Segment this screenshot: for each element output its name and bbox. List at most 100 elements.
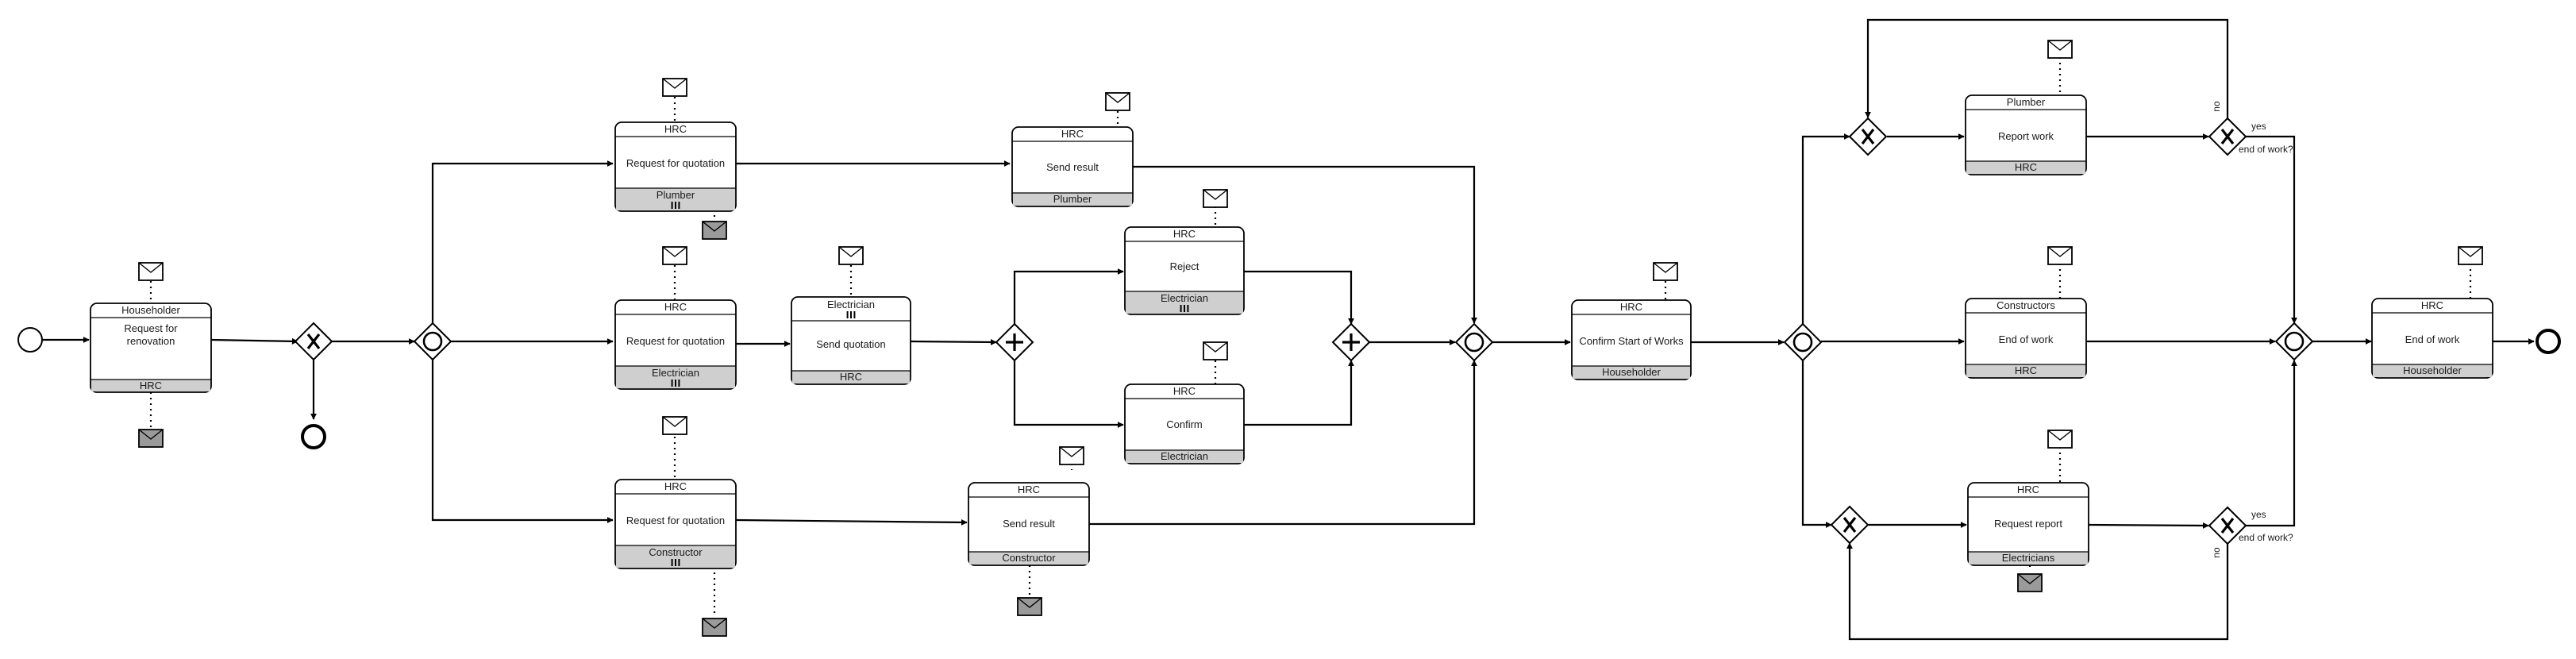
participant-bottom: HRC [2015,364,2037,376]
participant-bottom: Plumber [1053,193,1092,205]
participant-bottom: Constructor [1002,552,1056,564]
flow-rfq-sendresult-constructor [735,518,968,526]
multi-instance-marker [671,202,680,209]
participant-top: HRC [1061,128,1084,140]
lower-yes-label: yes [2251,509,2266,520]
task-name: Reject [1170,260,1199,272]
message-return-envelope-icon [1017,597,1042,616]
task-report-work[interactable]: Plumber Report work HRC [1965,94,2087,175]
exclusive-gateway-upper-merge [1848,117,1888,156]
flow-upper-no-loop [1865,18,2229,118]
message-envelope-icon [1203,189,1228,208]
participant-bottom: Householder [1602,366,1661,378]
task-send-quotation[interactable]: Electrician Send quotation HRC [791,296,911,385]
participant-top: Constructors [1996,299,2055,311]
upper-yes-label: yes [2251,121,2266,132]
task-name: Send result [1003,518,1055,530]
message-return-envelope-icon [138,429,164,448]
end-event-rejected [301,424,326,449]
task-rfq-constructor[interactable]: HRC Request for quotation Constructor [614,479,737,569]
task-send-result-plumber[interactable]: HRC Send result Plumber [1011,126,1134,207]
flow-confirm-join [1244,360,1354,426]
sequence-flows [41,18,2535,641]
inclusive-gateway-split-2 [1783,322,1823,362]
participant-top: HRC [1018,484,1040,495]
task-name: Confirm [1166,418,1203,430]
participant-top: HRC [1173,228,1196,240]
task-name: Request for quotation [626,335,725,347]
task-request-report[interactable]: HRC Request report Electricians [1967,482,2089,566]
participant-bottom: HRC [2015,161,2037,173]
message-return-envelope-icon [702,618,727,637]
flow-sendresult-constructor-join [1089,360,1477,526]
task-name: Send quotation [816,338,885,350]
start-event [17,327,43,353]
participant-bottom: Householder [2403,364,2462,376]
flow-upper-yes-join [2246,135,2297,324]
inclusive-gateway-join-2 [2274,322,2314,361]
task-confirm-start-of-works[interactable]: HRC Confirm Start of Works Householder [1571,299,1692,380]
task-confirm[interactable]: HRC Confirm Electrician [1124,383,1245,464]
lower-condition-label: end of work? [2239,532,2293,543]
participant-bottom: Electrician [1161,450,1208,462]
message-envelope-icon [2047,246,2073,265]
parallel-gateway-split [995,322,1034,362]
flow-reject-join [1244,270,1354,325]
messages [138,40,2483,637]
flow-parallel-reject [1013,268,1124,324]
message-return-envelope-icon [702,221,727,240]
participant-top: HRC [2017,484,2039,495]
message-envelope-icon [662,246,687,265]
task-name: Confirm Start of Works [1579,335,1684,347]
end-event-final [2536,329,2561,354]
upper-condition-label: end of work? [2239,144,2293,155]
participant-bottom: Electrician [652,367,699,379]
participant-top: Plumber [2007,96,2046,108]
participant-bottom: HRC [840,371,862,383]
multi-instance-marker [671,559,680,566]
message-envelope-icon [1059,446,1084,465]
participant-top: HRC [1620,301,1642,313]
task-end-of-work-constructors[interactable]: Constructors End of work HRC [1965,298,2087,379]
participant-bottom: Plumber [657,189,695,201]
task-send-result-constructor[interactable]: HRC Send result Constructor [968,482,1090,566]
exclusive-gateway-upper-decision [2208,117,2247,156]
task-rfq-plumber[interactable]: HRC Request for quotation Plumber [614,121,737,212]
participant-top: HRC [664,301,687,313]
inclusive-gateway-split-1 [413,322,452,361]
task-name: End of work [1999,333,2054,345]
message-associations [149,57,2472,616]
task-name: Send result [1046,161,1099,173]
parallel-gateway-join [1331,322,1371,362]
task-reject[interactable]: HRC Reject Electrician [1124,226,1245,315]
multi-instance-marker [846,311,856,318]
participant-top: HRC [2421,299,2443,311]
flow-split-rfq-constructor [431,360,614,523]
multi-instance-marker [671,380,680,387]
message-envelope-icon [138,262,164,281]
flow-sendresult-plumber-join [1133,165,1477,324]
exclusive-gateway-lower-decision [2208,506,2247,545]
message-envelope-icon [662,416,687,435]
participant-top: Electrician [827,299,875,310]
task-end-of-work-final[interactable]: HRC End of work Householder [2371,298,2493,379]
task-name: Report work [1998,130,2054,142]
participant-top: HRC [664,123,687,135]
flow-sendquotation-parallel [910,338,997,345]
message-envelope-icon [662,78,687,97]
exclusive-gateway-1 [294,322,333,361]
task-rfq-electrician[interactable]: HRC Request for quotation Electrician [614,299,737,390]
participant-top: HRC [664,480,687,492]
task-name: Request report [1994,518,2062,530]
message-envelope-icon [2458,246,2483,265]
message-envelope-icon [2047,40,2073,59]
inclusive-gateway-join-1 [1454,322,1494,362]
message-envelope-icon [1105,92,1130,111]
participant-bottom: Electrician [1161,292,1208,304]
upper-no-label: no [2211,101,2222,112]
task-name: Request for quotation [626,157,725,169]
